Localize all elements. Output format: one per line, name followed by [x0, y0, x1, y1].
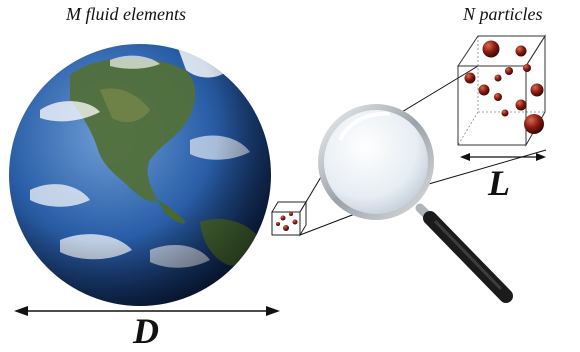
small-particle-cube	[271, 200, 307, 237]
particle	[524, 114, 544, 134]
particle	[530, 83, 544, 97]
particle	[494, 93, 502, 101]
particle	[505, 67, 513, 75]
earth-globe-icon	[9, 44, 271, 306]
magnifying-glass-icon	[318, 104, 513, 303]
fluid-elements-label: M fluid elements	[66, 4, 186, 24]
particle	[494, 74, 502, 82]
particle	[464, 72, 476, 84]
particle	[523, 64, 531, 72]
particles-label: N particles	[463, 4, 543, 24]
domain-size-label: D	[133, 311, 159, 351]
particle	[515, 99, 527, 111]
box-size-arrow	[460, 153, 546, 161]
zoom-line-lower-left	[299, 211, 361, 236]
particle	[501, 109, 509, 117]
particle	[515, 45, 527, 57]
box-size-label: L	[488, 163, 510, 203]
particle	[482, 40, 500, 58]
domain-size-arrow	[14, 306, 280, 316]
particle-box	[457, 34, 546, 147]
particle	[478, 84, 490, 96]
